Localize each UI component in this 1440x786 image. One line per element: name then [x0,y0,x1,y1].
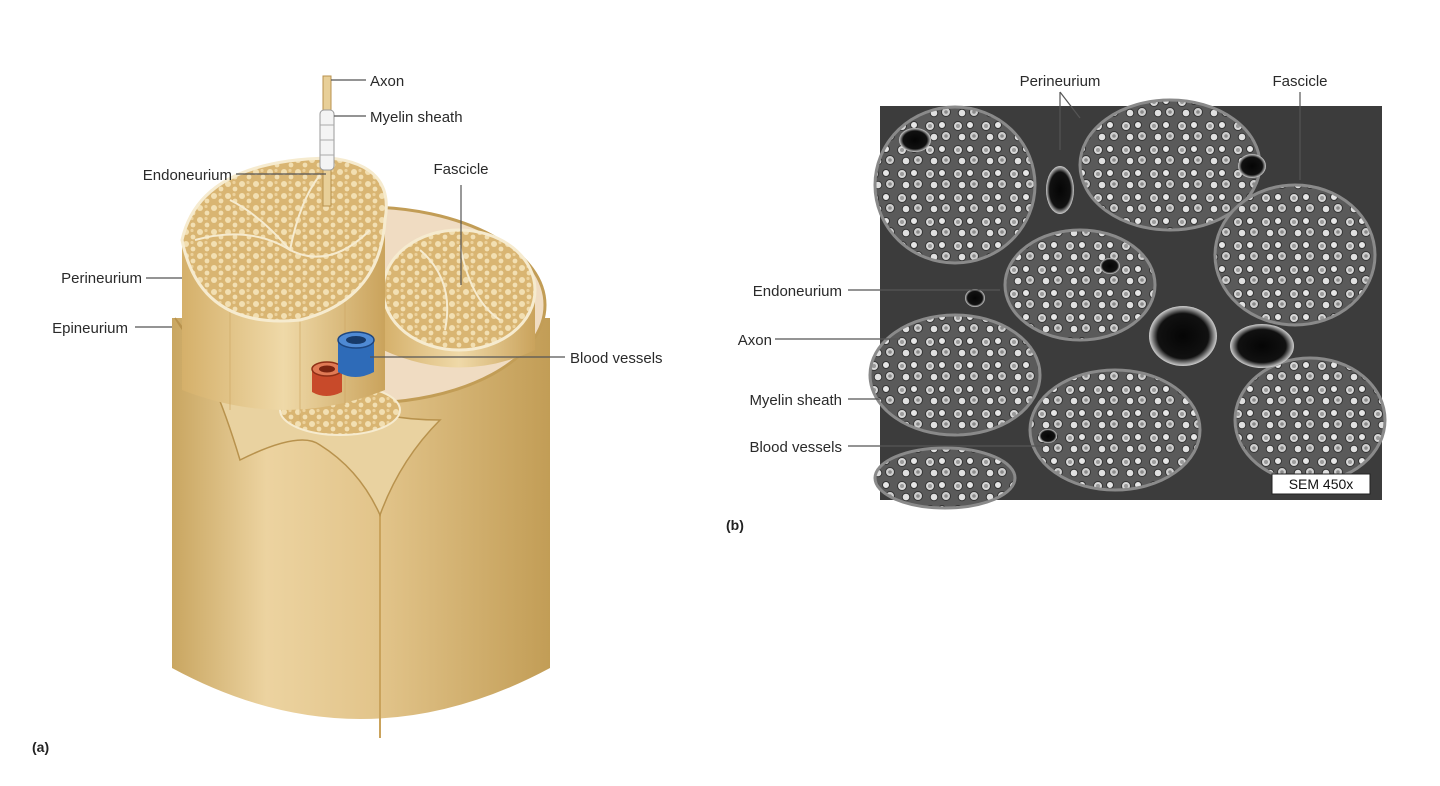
sem-fascicle [1233,356,1387,484]
sem-magnification-badge [1271,473,1371,495]
label-b-myelin-sheath: Myelin sheath [749,392,842,409]
right-fascicle-face [381,228,537,352]
sem-micrograph: SEM 450x [868,98,1387,510]
label-b-endoneurium: Endoneurium [753,283,842,300]
nerve-illustration [172,75,550,738]
sem-magnification-text: SEM 450x [1289,476,1354,492]
sem-fascicle [1003,228,1157,342]
label-b-blood-vessels: Blood vessels [749,439,842,456]
sem-vessel [1046,166,1074,214]
label-a-myelin-sheath: Myelin sheath [370,109,463,126]
sem-vessel [965,289,985,307]
sem-vessel [1149,306,1217,366]
label-b-perineurium: Perineurium [1020,73,1101,90]
sem-vessel [1238,154,1266,178]
sem-fascicle [868,313,1042,437]
blood-vessels-illustration [311,331,375,396]
tall-fascicle-face [180,156,388,323]
sem-fascicle [873,446,1017,510]
sem-vessel [899,128,931,152]
sem-vessel [1039,429,1057,443]
panel-b-leader-lines [775,91,1301,447]
label-a-endoneurium: Endoneurium [143,167,232,184]
panel-a-leader-lines [135,79,565,358]
sem-fascicle [1028,368,1202,492]
label-a-blood-vessels: Blood vessels [570,350,663,367]
panel-b-letter: (b) [726,517,744,533]
sem-fascicle [873,105,1037,265]
label-a-perineurium: Perineurium [61,270,142,287]
sem-fascicle [1213,183,1377,327]
label-b-fascicle: Fascicle [1272,73,1327,90]
label-b-axon: Axon [738,332,772,349]
sem-vessel [1230,324,1294,368]
label-a-epineurium: Epineurium [52,320,128,337]
label-a-axon: Axon [370,73,404,90]
sem-vessel [1100,258,1120,274]
label-a-fascicle: Fascicle [433,161,488,178]
panel-a-letter: (a) [32,739,49,755]
